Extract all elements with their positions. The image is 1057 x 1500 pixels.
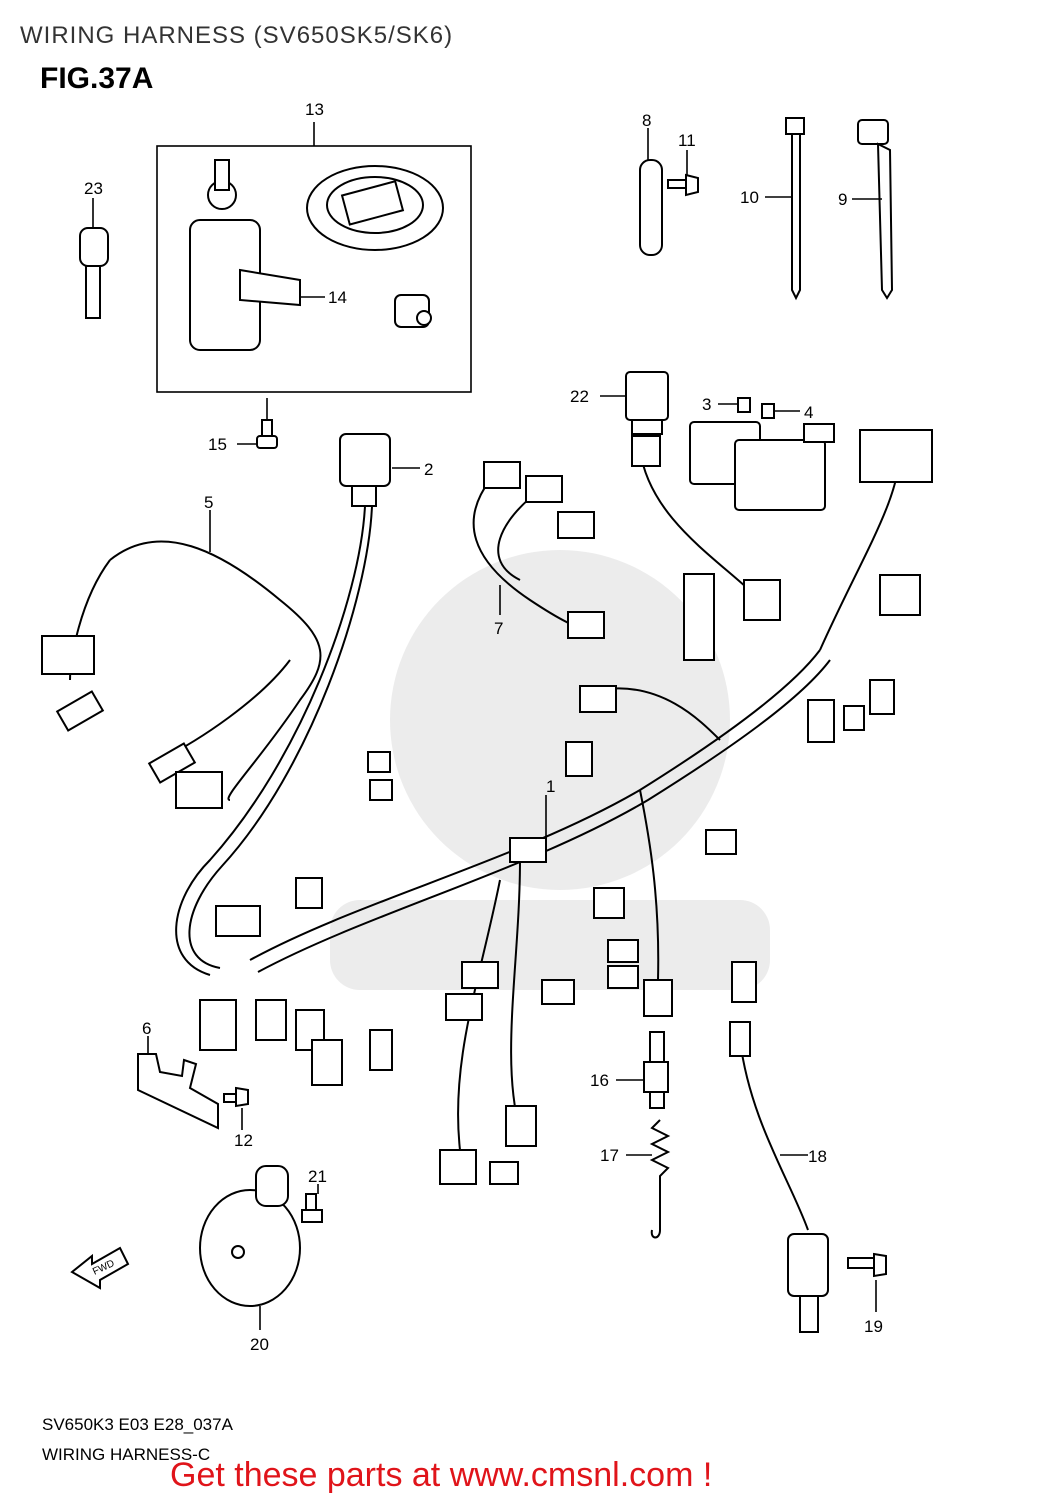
callout-23: 23 [84, 179, 103, 198]
callout-7: 7 [494, 619, 503, 638]
callout-9: 9 [838, 190, 847, 209]
sub-harness-5[interactable] [41, 540, 322, 809]
callout-8: 8 [642, 111, 651, 130]
fuel-cap[interactable] [306, 165, 444, 251]
cable-tie-9[interactable] [857, 119, 894, 300]
horn[interactable] [199, 1165, 301, 1307]
callout-18: 18 [808, 1147, 827, 1166]
callout-21: 21 [308, 1167, 327, 1186]
screw-15[interactable] [256, 419, 278, 449]
callout-17: 17 [600, 1146, 619, 1165]
callout-13: 13 [305, 100, 324, 119]
callout-3: 3 [702, 395, 711, 414]
brake-light-switch[interactable] [643, 1031, 669, 1109]
callout-16: 16 [590, 1071, 609, 1090]
relay[interactable] [625, 371, 669, 435]
callout-14: 14 [328, 288, 347, 307]
bolt-21[interactable] [301, 1193, 323, 1223]
callout-15: 15 [208, 435, 227, 454]
callout-1: 1 [546, 777, 555, 796]
callout-22: 22 [570, 387, 589, 406]
key[interactable] [79, 227, 109, 319]
bolt-12[interactable] [223, 1086, 249, 1108]
ignition-switch[interactable] [189, 159, 301, 351]
sub-harness-7[interactable] [472, 461, 605, 639]
callout-2: 2 [424, 460, 433, 479]
callout-19: 19 [864, 1317, 883, 1336]
callout-12: 12 [234, 1131, 253, 1150]
callout-20: 20 [250, 1335, 269, 1354]
main-connector-2[interactable] [339, 433, 391, 507]
harness-connectors[interactable] [199, 423, 933, 1185]
fuse-4[interactable] [761, 403, 775, 419]
bracket-6[interactable] [137, 1053, 219, 1130]
spring[interactable] [649, 1119, 671, 1239]
drawing-code: SV650K3 E03 E28_037A [42, 1415, 233, 1434]
drawing-name: WIRING HARNESS-C [42, 1445, 211, 1464]
callout-11: 11 [678, 131, 696, 150]
cable-tie-10[interactable] [785, 117, 805, 301]
lock-cylinder[interactable] [394, 294, 432, 328]
bolt-19[interactable] [847, 1252, 887, 1278]
fuse-3[interactable] [737, 397, 751, 413]
forward-arrow-icon: FWD [70, 1246, 130, 1290]
side-stand-switch[interactable] [729, 1021, 829, 1333]
callout-6: 6 [142, 1019, 151, 1038]
callout-10: 10 [740, 188, 759, 207]
callout-4: 4 [804, 403, 813, 422]
watermark [330, 550, 770, 990]
bolt-11[interactable] [667, 173, 699, 197]
clamp[interactable] [639, 159, 663, 256]
callout-5: 5 [204, 493, 213, 512]
figure-label: FIG.37A [40, 62, 154, 95]
cta-link[interactable]: Get these parts at www.cmsnl.com ! [170, 1456, 713, 1494]
fuse-box[interactable] [689, 421, 826, 511]
page-title: WIRING HARNESS (SV650SK5/SK6) [20, 22, 454, 49]
